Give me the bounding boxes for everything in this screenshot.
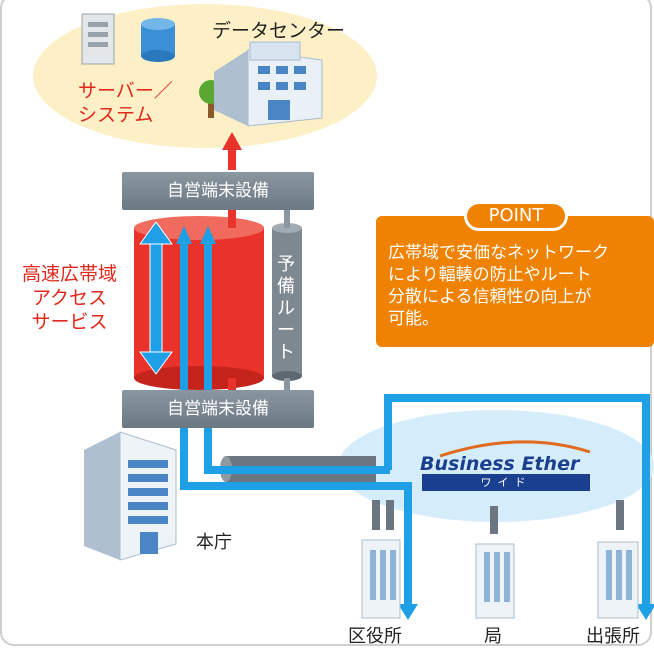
route-arrow-branch: [636, 604, 654, 620]
server-icon: [81, 13, 115, 65]
blue-routes: [180, 238, 650, 604]
route-arrow-ward: [398, 604, 418, 620]
access-service-label: 高速広帯域 アクセス サービス: [22, 262, 117, 334]
network-brand-sub: ワイド: [422, 474, 590, 491]
equipment-top: 自営端末設備: [122, 172, 314, 210]
point-line-3: 分散による信頼性の向上が: [388, 287, 592, 307]
route-arrow-up-2: [200, 226, 216, 244]
access-service-line-2: アクセス: [31, 287, 108, 309]
database-icon: [141, 18, 175, 62]
server-system-line-1: サーバー／: [78, 80, 173, 102]
branch-office-building-icon: [597, 541, 639, 619]
hq-label: 本庁: [196, 532, 232, 553]
network-cloud: [338, 410, 654, 522]
hq-building-icon: [84, 431, 177, 561]
point-line-1: 広帯域で安価なネットワーク: [388, 243, 609, 263]
brand-swoosh-icon: [439, 440, 591, 458]
access-service-line-3: サービス: [31, 311, 108, 333]
point-callout: [376, 216, 654, 347]
site-connectors: [372, 500, 624, 534]
backup-route-cylinder: [272, 210, 302, 392]
route-arrow-up-1: [176, 226, 192, 244]
point-line-4: 可能。: [388, 309, 439, 329]
datacenter-building-icon: [214, 41, 323, 127]
ward-office-label: 区役所: [348, 626, 402, 647]
bureau-label: 局: [484, 626, 502, 647]
network-brand-logo: Business Ether: [420, 453, 580, 475]
ward-office-building-icon: [361, 539, 401, 619]
point-line-2: により輻輳の防止やルート: [388, 265, 592, 285]
server-system-line-2: システム: [78, 104, 154, 126]
bandwidth-double-arrow: [139, 221, 173, 375]
datacenter-title: データセンター: [212, 20, 346, 42]
uplink-arrow: [222, 132, 242, 170]
branch-office-label: 出張所: [586, 626, 640, 647]
access-service-line-1: 高速広帯域: [22, 263, 118, 285]
bureau-building-icon: [475, 543, 515, 619]
point-badge: POINT: [464, 201, 568, 231]
equipment-bottom: 自営端末設備: [122, 390, 314, 428]
server-system-label: サーバー／ システム: [78, 79, 173, 127]
point-text: 広帯域で安価なネットワーク により輻輳の防止やルート 分散による信頼性の向上が …: [388, 242, 650, 330]
backup-route-label: 予備ルート: [277, 254, 295, 363]
